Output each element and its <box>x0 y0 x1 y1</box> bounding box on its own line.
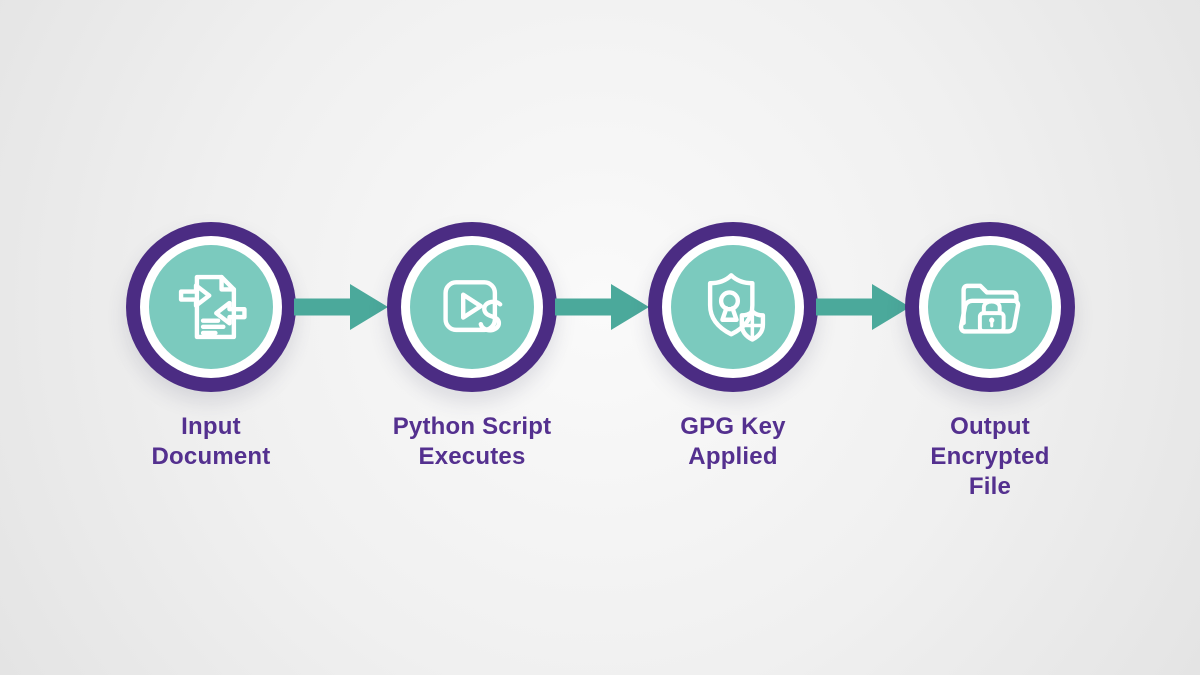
step-python-script-executes: Python Script Executes <box>384 222 560 472</box>
document-sync-icon <box>178 274 247 340</box>
step-label-line: Document <box>151 443 271 470</box>
step-circle <box>648 222 818 392</box>
step-label: GPG Key Applied <box>645 412 821 472</box>
step-label: Python Script Executes <box>384 412 560 472</box>
step-circle <box>387 222 557 392</box>
step-output-encrypted-file: Output Encrypted File <box>902 222 1078 502</box>
python-script-icon <box>443 280 503 333</box>
step-label-line: File <box>968 473 1012 500</box>
step-label-line: Encrypted <box>930 443 1050 470</box>
arrow-right-icon <box>294 284 388 330</box>
flow-arrow <box>555 283 649 331</box>
step-label-line: Output <box>950 413 1030 440</box>
step-label-line: GPG Key <box>680 413 786 440</box>
step-circle <box>126 222 296 392</box>
step-label-line: Python Script <box>392 413 552 440</box>
folder-lock-icon <box>958 283 1021 334</box>
arrow-right-icon <box>555 284 649 330</box>
step-circle <box>905 222 1075 392</box>
step-label-line: Input <box>181 413 241 440</box>
step-gpg-key-applied: GPG Key Applied <box>645 222 821 472</box>
step-label-line: Applied <box>688 443 778 470</box>
arrow-right-icon <box>816 284 910 330</box>
flow-arrow <box>294 283 388 331</box>
step-label-line: Executes <box>418 443 526 470</box>
step-label: Input Document <box>123 412 299 472</box>
flow-arrow <box>816 283 910 331</box>
gpg-shield-icon <box>707 273 766 342</box>
step-label: Output Encrypted File <box>902 412 1078 502</box>
step-input-document: Input Document <box>123 222 299 472</box>
